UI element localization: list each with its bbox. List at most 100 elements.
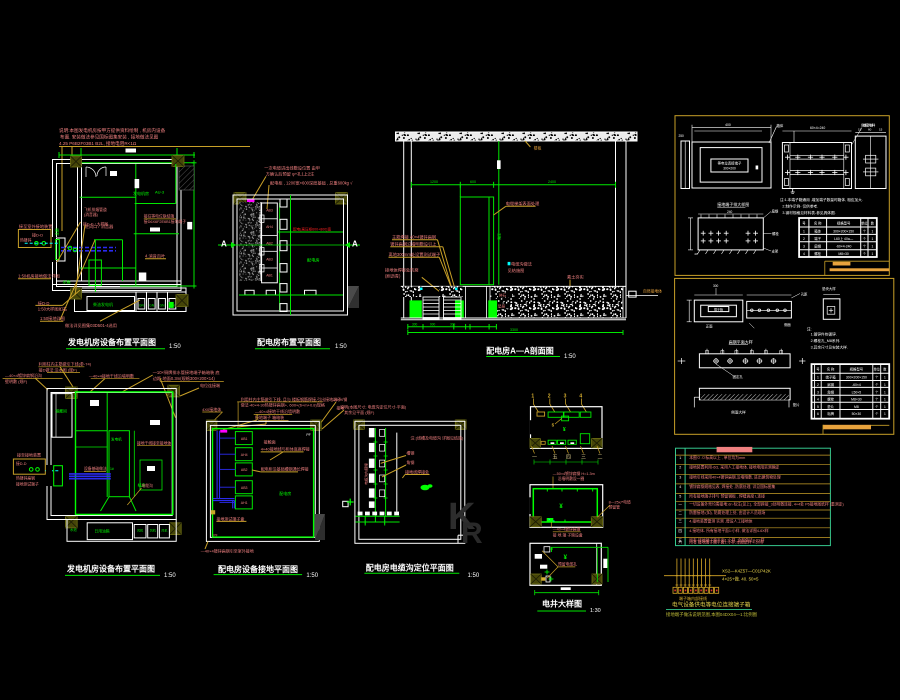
svg-text:角钢: 角钢 bbox=[406, 459, 414, 465]
svg-text:发电机: 发电机 bbox=[111, 437, 122, 442]
svg-text:2: 2 bbox=[803, 237, 805, 241]
svg-text:个: 个 bbox=[875, 383, 879, 387]
svg-text:预留电缆孔: 预留电缆孔 bbox=[558, 562, 577, 567]
svg-text:1.镀锌件热镀锌.: 1.镀锌件热镀锌. bbox=[811, 332, 837, 337]
svg-text:3: 3 bbox=[803, 244, 805, 248]
svg-text:垫层: 垫层 bbox=[498, 304, 506, 309]
svg-text:1:50: 1:50 bbox=[169, 344, 181, 350]
svg-text:垫片: 垫片 bbox=[793, 402, 800, 407]
svg-text:1: 1 bbox=[884, 390, 886, 394]
svg-text:¥: ¥ bbox=[563, 427, 566, 433]
svg-text:三: 三 bbox=[581, 455, 586, 461]
svg-text:K: K bbox=[448, 496, 476, 538]
svg-text:1: 1 bbox=[803, 229, 805, 233]
svg-text:1:50: 1:50 bbox=[306, 573, 318, 579]
svg-text:配电房A—A剖面图: 配电房A—A剖面图 bbox=[486, 346, 554, 356]
svg-text:AH4: AH4 bbox=[266, 225, 273, 229]
svg-text:水池: 水池 bbox=[70, 527, 77, 532]
svg-text:风机: 风机 bbox=[137, 528, 143, 533]
svg-text:M8×30: M8×30 bbox=[838, 252, 849, 256]
svg-text:标牌: 标牌 bbox=[827, 411, 834, 416]
svg-text:热镀锌扁钢: 热镀锌扁钢 bbox=[16, 476, 35, 481]
svg-text:侧面大样: 侧面大样 bbox=[731, 410, 746, 415]
svg-text:本图０.０标高以上 , 单位均为mm: 本图０.０标高以上 , 单位均为mm bbox=[689, 455, 745, 460]
svg-text:L50×5: L50×5 bbox=[852, 390, 862, 394]
svg-text:个: 个 bbox=[875, 376, 879, 380]
svg-text:一: 一 bbox=[532, 455, 537, 461]
svg-text:XS2—K4Z57—C01P42K: XS2—K4Z57—C01P42K bbox=[722, 569, 771, 574]
svg-text:1: 1 bbox=[884, 412, 886, 416]
svg-text:箱体: 箱体 bbox=[814, 228, 821, 233]
svg-text:数: 数 bbox=[871, 221, 875, 226]
svg-text:号: 号 bbox=[802, 221, 806, 226]
svg-text:一切设备外壳均需接地:dn 标注(见上), 全部跨接_3处明: 一切设备外壳均需接地:dn 标注(见上), 全部跨接_3处明敷连接, 4×4处 … bbox=[689, 502, 844, 507]
svg-text:1: 1 bbox=[872, 252, 874, 256]
svg-text:做法-40×4-30热镀锌扁钢+, 600×(6+m+0.8: 做法-40×4-30热镀锌扁钢+, 600×(6+m+0.8)规格 bbox=[241, 402, 325, 408]
svg-text:见结施图: 见结施图 bbox=[508, 267, 525, 274]
svg-text:电缆沟做法: 电缆沟做法 bbox=[511, 260, 532, 267]
svg-text:利用柱内主筋做引下线, 且与 楼板钢筋焊接,引出接地端子: 利用柱内主筋做引下线, 且与 楼板钢筋焊接,引出接地端子 bbox=[241, 396, 341, 402]
svg-text:2: 2 bbox=[679, 466, 681, 470]
svg-text:接D·D / 大样图: 接D·D / 大样图 bbox=[83, 222, 108, 227]
svg-text:接地端子 箱暗装: 接地端子 箱暗装 bbox=[255, 414, 284, 420]
svg-text:碎石: 碎石 bbox=[499, 293, 507, 298]
svg-text:布置. 安装做法参见国标图集安装 , 接地做法见图: 布置. 安装做法参见国标图集安装 , 接地做法见图 bbox=[60, 134, 159, 141]
svg-text:60×4=240: 60×4=240 bbox=[810, 126, 825, 130]
svg-text:¥: ¥ bbox=[559, 504, 563, 510]
svg-text:个: 个 bbox=[863, 252, 867, 256]
svg-text:M8: M8 bbox=[854, 405, 859, 409]
svg-text:配电房电缆沟定位平面图: 配电房电缆沟定位平面图 bbox=[366, 563, 454, 573]
svg-text:1:50接地详图: 1:50接地详图 bbox=[40, 315, 65, 322]
svg-text:名 称: 名 称 bbox=[827, 367, 835, 372]
svg-text:端子: 端子 bbox=[814, 236, 821, 241]
svg-text:注:(线槽及电缆沟 详图见结施): 注:(线槽及电缆沟 详图见结施) bbox=[411, 435, 465, 441]
svg-text:其余见平面 (规F): 其余见平面 (规F) bbox=[344, 409, 375, 415]
svg-text:300: 300 bbox=[412, 323, 418, 327]
svg-text:端子箱: 端子箱 bbox=[826, 375, 837, 380]
svg-text:接地线焊接处: 接地线焊接处 bbox=[405, 468, 429, 474]
svg-text:900: 900 bbox=[430, 323, 436, 327]
svg-text:600: 600 bbox=[470, 180, 476, 184]
svg-text:单位: 单位 bbox=[874, 367, 881, 372]
svg-text:风机: 风机 bbox=[161, 528, 167, 533]
svg-text:1: 1 bbox=[872, 244, 874, 248]
svg-text:扁钢: 扁钢 bbox=[827, 382, 834, 387]
svg-text:PF: PF bbox=[214, 534, 218, 538]
svg-text:1: 1 bbox=[884, 398, 886, 402]
svg-text:—40×4镀锌扁钢: —40×4镀锌扁钢 bbox=[553, 527, 581, 532]
svg-text:300×200×150: 300×200×150 bbox=[833, 229, 854, 233]
svg-text:4.接地装置雷测 实测 ,增设人工接地体: 4.接地装置雷测 实测 ,增设人工接地体 bbox=[689, 518, 752, 523]
svg-text:接D6X6F2E6B1接地端子: 接D6X6F2E6B1接地端子 bbox=[144, 219, 186, 224]
svg-text:个: 个 bbox=[875, 398, 879, 402]
svg-text:接地干线接至接地体: 接地干线接至接地体 bbox=[137, 441, 171, 446]
svg-text:电缆沟内预埋: 电缆沟内预埋 bbox=[364, 463, 369, 485]
svg-text:热镀锌: 热镀锌 bbox=[20, 237, 32, 242]
svg-text:端子箱: 端子箱 bbox=[714, 307, 723, 312]
svg-text:1:50: 1:50 bbox=[164, 573, 176, 579]
svg-text:所有接地端子排与 预留钢板 , 焊缝高度 L连接: 所有接地端子排与 预留钢板 , 焊缝高度 L连接 bbox=[689, 494, 765, 499]
svg-text:壁明敷 (规F): 壁明敷 (规F) bbox=[5, 378, 28, 384]
svg-text:方确认后预留 φ+孔1上2注: 方确认后预留 φ+孔1上2注 bbox=[266, 171, 315, 178]
svg-text:所有-接地端子箱平面1:小样, 全部做法4-6X样: 所有-接地端子箱平面1:小样, 全部做法4-6X样 bbox=[689, 538, 765, 543]
svg-text:-60×4: -60×4 bbox=[852, 383, 861, 387]
svg-text:二: 二 bbox=[597, 455, 602, 461]
svg-text:配电房: 配电房 bbox=[279, 490, 291, 496]
svg-text:预留管: 预留管 bbox=[609, 504, 621, 509]
svg-text:接D·D: 接D·D bbox=[38, 300, 50, 307]
svg-text:主筋焊接 40×4镀锌扁钢: 主筋焊接 40×4镀锌扁钢 bbox=[392, 234, 436, 241]
svg-text:300×200×150: 300×200×150 bbox=[846, 376, 867, 380]
svg-text:4.25 P6B2F03B1 B2L, 接地电阻R<1Ω: 4.25 P6B2F03B1 B2L, 接地电阻R<1Ω bbox=[59, 140, 137, 147]
svg-text:单位: 单位 bbox=[861, 221, 868, 226]
svg-text:楼板: 楼板 bbox=[534, 146, 542, 151]
svg-text:发电机房: 发电机房 bbox=[133, 190, 149, 196]
svg-text:镀锌扁钢沿墙明敷设引上: 镀锌扁钢沿墙明敷设引上 bbox=[390, 241, 436, 248]
svg-text:规格型号: 规格型号 bbox=[837, 221, 851, 226]
svg-text:做法详见图集03D501-4选用: 做法详见图集03D501-4选用 bbox=[65, 322, 117, 329]
svg-text:素土夯实: 素土夯实 bbox=[567, 274, 584, 281]
svg-text:接地装置利用-6Ω, 采用人工接地体, 接地电阻实测确定: 接地装置利用-6Ω, 采用人工接地体, 接地电阻实测确定 bbox=[689, 465, 779, 470]
svg-text:日用油箱: 日用油箱 bbox=[94, 529, 109, 534]
svg-text:PF: PF bbox=[306, 433, 310, 437]
svg-text:自然接地体: 自然接地体 bbox=[643, 289, 662, 294]
svg-text:—50X钢: —50X钢 bbox=[332, 396, 347, 402]
svg-text:侧面: 侧面 bbox=[784, 322, 791, 327]
